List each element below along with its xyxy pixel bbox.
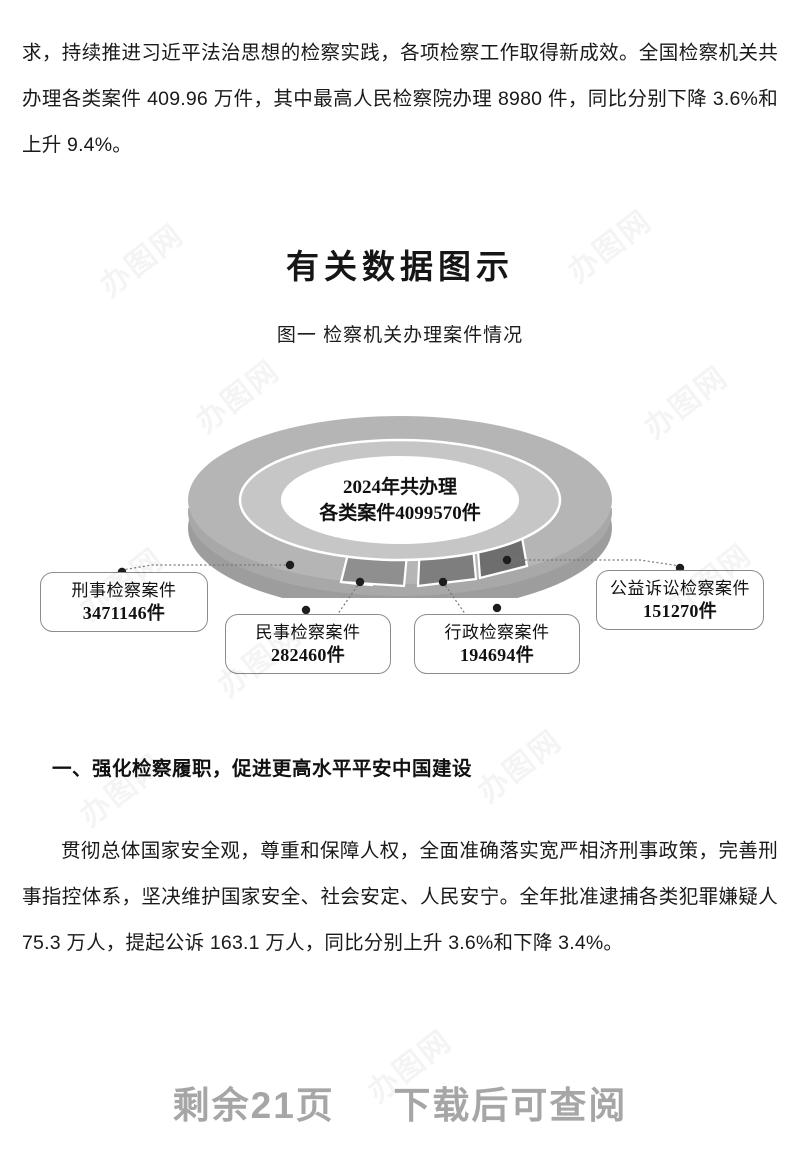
callout-value: 282460件 [270,644,346,665]
callout-label: 民事检察案件 [255,622,361,642]
donut-hole [281,456,519,544]
callout-value: 194694件 [459,644,535,665]
donut-center-line2: 各类案件4099570件 [318,501,481,524]
download-hint-label: 下载后可查阅 [393,1085,628,1126]
remaining-pages-label: 剩余21页 [172,1085,335,1126]
callout-value: 151270件 [642,600,718,621]
callout-civil[interactable]: 民事检察案件 282460件 [225,614,391,674]
leader-lines [121,559,681,661]
donut-center-line1: 2024年共办理 [343,475,457,498]
donut-chart-svg: 2024年共办理 各类案件4099570件 [117,416,685,661]
callout-criminal[interactable]: 刑事检察案件 3471146件 [40,572,208,632]
section-heading: 一、强化检察履职，促进更高水平平安中国建设 [52,758,473,780]
figure-caption: 图一 检察机关办理案件情况 [276,325,524,346]
page-footer: 剩余21页 下载后可查阅 [0,1075,800,1129]
paragraph-top: 求，持续推进习近平法治思想的检察实践，各项检察工作取得新成效。全国检察机关共办理… [22,42,778,156]
watermark-text: 办图网 [467,717,570,811]
donut-chart: 2024年共办理 各类案件4099570件 [0,360,800,720]
callout-administrative[interactable]: 行政检察案件 194694件 [414,614,580,674]
paragraph-bottom: 贯彻总体国家安全观，尊重和保障人权，全面准确落实宽严相济刑事政策，完善刑事指控体… [22,840,778,954]
figure-heading: 有关数据图示 [286,250,514,286]
callout-label: 刑事检察案件 [71,580,177,600]
callout-public-interest[interactable]: 公益诉讼检察案件 151270件 [596,570,764,630]
callout-label: 公益诉讼检察案件 [610,578,750,598]
callout-value: 3471146件 [82,602,166,623]
callout-label: 行政检察案件 [444,622,550,642]
